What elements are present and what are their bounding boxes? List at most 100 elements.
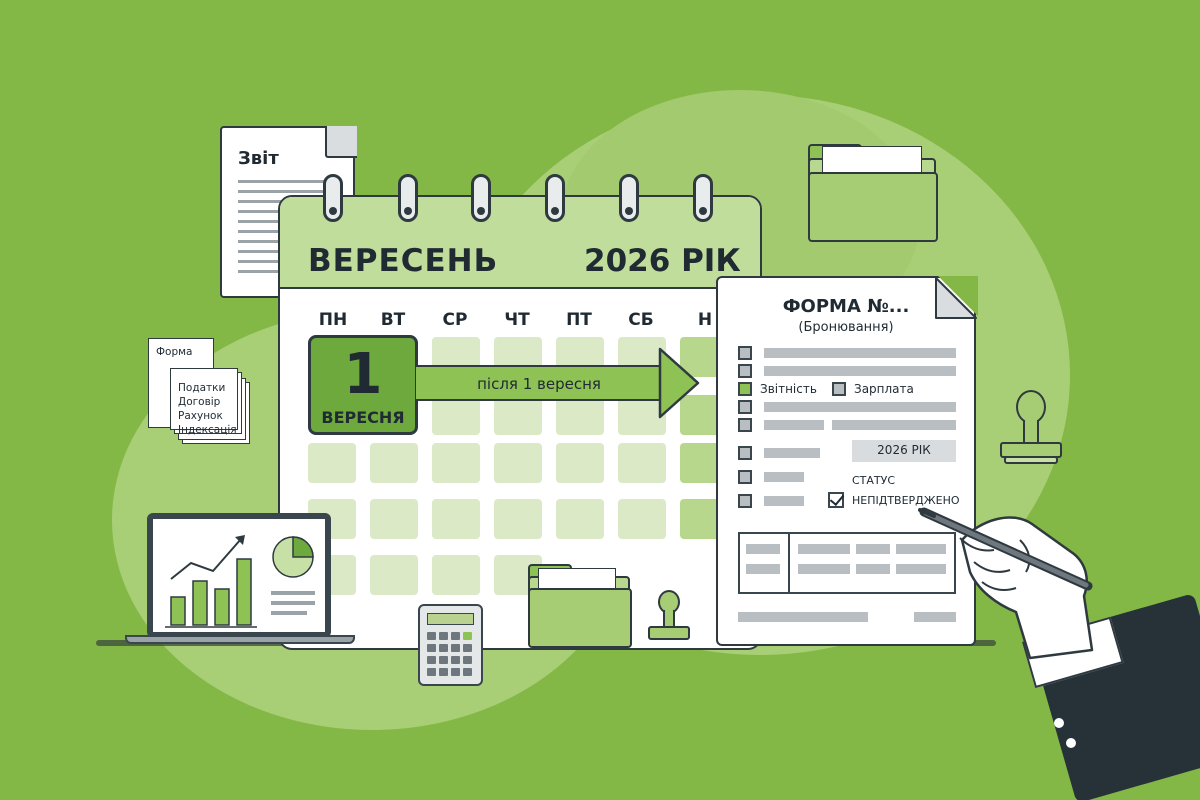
stamp-handle bbox=[1016, 390, 1046, 424]
form-field-line bbox=[764, 348, 956, 358]
form-field-line bbox=[764, 472, 804, 482]
table-cell bbox=[798, 544, 850, 554]
form-checkbox[interactable] bbox=[738, 346, 752, 360]
day-cell bbox=[308, 443, 356, 483]
table-cell bbox=[856, 564, 890, 574]
year-field-value: 2026 РІК bbox=[877, 443, 931, 457]
highlighted-day-number: 1 bbox=[343, 342, 383, 407]
report-title: Звіт bbox=[238, 148, 279, 169]
weekday-label: СБ bbox=[628, 310, 654, 330]
salary-label: Зарплата bbox=[854, 382, 914, 396]
day-cell bbox=[432, 555, 480, 595]
stack-top-label: Форма bbox=[156, 346, 193, 358]
calculator-screen bbox=[427, 613, 474, 625]
day-cell bbox=[618, 499, 666, 539]
arrow-head-icon bbox=[658, 347, 700, 419]
calculator-icon bbox=[418, 604, 483, 686]
form-checkbox[interactable] bbox=[738, 364, 752, 378]
hand-icon bbox=[959, 516, 1094, 660]
day-cell bbox=[432, 499, 480, 539]
day-cell bbox=[370, 555, 418, 595]
form-field-line bbox=[764, 496, 804, 506]
form-checkbox[interactable] bbox=[738, 418, 752, 432]
weekday-label: ПН bbox=[318, 310, 348, 330]
status-checkbox[interactable] bbox=[828, 492, 844, 508]
calculator-key bbox=[463, 656, 472, 664]
status-value: НЕПІДТВЕРДЖЕНО bbox=[852, 494, 960, 507]
calculator-key bbox=[439, 668, 448, 676]
day-cell bbox=[432, 395, 480, 435]
form-checkbox[interactable] bbox=[738, 470, 752, 484]
calculator-key bbox=[463, 644, 472, 652]
calculator-key bbox=[439, 644, 448, 652]
calendar-month: ВЕРЕСЕНЬ bbox=[308, 243, 499, 279]
after-date-arrow: після 1 вересня bbox=[416, 365, 662, 401]
day-cell bbox=[432, 443, 480, 483]
weekday-label: Н bbox=[697, 310, 713, 330]
form-subtitle: (Бронювання) bbox=[798, 320, 894, 335]
stamp-icon bbox=[646, 590, 692, 646]
salary-checkbox[interactable] bbox=[832, 382, 846, 396]
calculator-key bbox=[427, 632, 436, 640]
weekday-label: СР bbox=[442, 310, 468, 330]
calculator-key bbox=[427, 668, 436, 676]
day-cell bbox=[494, 499, 542, 539]
stamp-base bbox=[648, 626, 690, 640]
laptop-chart-icon bbox=[147, 513, 331, 638]
folder-icon bbox=[808, 138, 940, 244]
day-cell bbox=[618, 443, 666, 483]
form-field-line bbox=[764, 402, 956, 412]
stack-item: Рахунок bbox=[178, 410, 223, 422]
form-title: ФОРМА №... bbox=[782, 296, 910, 317]
calculator-key bbox=[427, 644, 436, 652]
cuff-button bbox=[1054, 718, 1064, 728]
page-fold bbox=[325, 126, 357, 158]
stamp-neck bbox=[1023, 420, 1039, 444]
day-cell bbox=[556, 443, 604, 483]
calendar-icon: ВЕРЕСЕНЬ 2026 РІК ПН ВТ СР ЧТ ПТ СБ Н 1 … bbox=[278, 195, 762, 650]
table-cell bbox=[896, 564, 946, 574]
day-cell bbox=[494, 443, 542, 483]
folder-icon bbox=[528, 562, 632, 648]
form-checkbox[interactable] bbox=[738, 400, 752, 414]
binder-ring bbox=[398, 174, 418, 222]
calculator-key bbox=[463, 668, 472, 676]
day-cell bbox=[556, 499, 604, 539]
day-cell bbox=[618, 395, 666, 435]
calculator-key bbox=[451, 668, 460, 676]
arrow-label: після 1 вересня bbox=[477, 375, 601, 393]
calendar-year: 2026 РІК bbox=[584, 243, 741, 279]
form-checkbox[interactable] bbox=[738, 494, 752, 508]
stack-card-front bbox=[170, 368, 238, 430]
form-footer-line bbox=[738, 612, 868, 622]
table-cell bbox=[746, 564, 780, 574]
form-field-line bbox=[764, 448, 820, 458]
reporting-checkbox[interactable] bbox=[738, 382, 752, 396]
cuff-button bbox=[1066, 738, 1076, 748]
folder-front bbox=[808, 172, 938, 242]
day-cell bbox=[370, 443, 418, 483]
binder-ring bbox=[323, 174, 343, 222]
form-checkbox[interactable] bbox=[738, 446, 752, 460]
calculator-key bbox=[463, 632, 472, 640]
weekday-label: ЧТ bbox=[504, 310, 530, 330]
form-field-line bbox=[832, 420, 956, 430]
weekday-label: ПТ bbox=[566, 310, 592, 330]
text-line bbox=[238, 180, 334, 183]
calculator-key bbox=[439, 632, 448, 640]
stack-item: Податки bbox=[178, 382, 226, 394]
calculator-key bbox=[451, 644, 460, 652]
form-table bbox=[738, 532, 956, 594]
status-label: СТАТУС bbox=[852, 474, 896, 487]
stack-item: Індексація bbox=[178, 424, 237, 436]
table-cell bbox=[896, 544, 946, 554]
form-field-line bbox=[764, 366, 956, 376]
laptop-charts bbox=[165, 535, 315, 628]
calculator-key bbox=[451, 656, 460, 664]
document-stack-icon: Форма Податки Договір Рахунок Індексація bbox=[148, 338, 250, 468]
day-cell bbox=[370, 499, 418, 539]
table-cell bbox=[798, 564, 850, 574]
year-field[interactable]: 2026 РІК bbox=[852, 440, 956, 462]
calculator-key bbox=[439, 656, 448, 664]
pen-icon bbox=[918, 507, 1093, 591]
